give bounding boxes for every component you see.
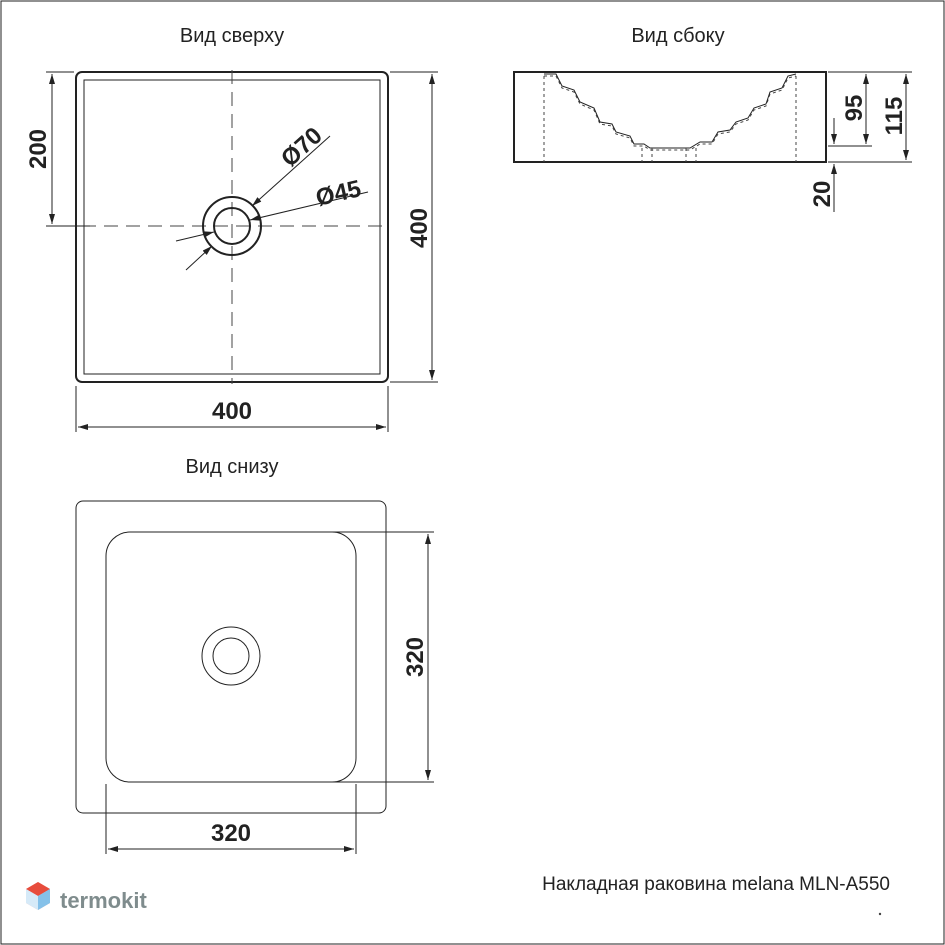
top-view-title: Вид сверху [180, 25, 284, 47]
side-height-dimension: 115 [881, 97, 908, 136]
logo-text: termokit [60, 888, 147, 913]
side-base-dimension: 20 [809, 181, 836, 208]
top-height-dimension: 400 [406, 208, 433, 248]
drain-outer-leader-tail [185, 245, 213, 271]
bottom-foot-outline [105, 531, 357, 783]
drain-inner-leader-tail [175, 231, 215, 242]
drain-inner-leader [249, 191, 369, 221]
drain-outer-leader [251, 135, 331, 207]
side-view-title: Вид сбоку [631, 25, 724, 47]
drain-inner-dimension: Ø45 [313, 175, 363, 212]
side-hidden-basin-profile [544, 75, 797, 151]
top-drain-inner [213, 207, 251, 245]
side-depth-dimension: 95 [841, 95, 868, 122]
bottom-height-dimension: 320 [402, 637, 429, 677]
side-basin-edge [544, 73, 797, 149]
hexagon-logo-icon [26, 882, 50, 910]
bottom-view: Вид снизу 320 320 [75, 456, 434, 854]
top-view: Вид сверху Ø70 Ø45 400 400 200 [25, 25, 438, 432]
product-caption: Накладная раковина melana MLN-A550 [542, 874, 890, 895]
top-half-dimension: 200 [25, 129, 52, 169]
termokit-logo: termokit [26, 882, 147, 913]
side-view: Вид сбоку 115 95 20 [513, 25, 912, 212]
caption-dot [878, 912, 882, 916]
bottom-drain-inner [212, 637, 250, 675]
bottom-outer-outline [75, 500, 387, 814]
top-width-dimension: 400 [212, 398, 252, 425]
bottom-drain-outer [201, 626, 261, 686]
drain-outer-dimension: Ø70 [276, 122, 328, 172]
side-body [513, 71, 827, 163]
bottom-view-title: Вид снизу [186, 456, 279, 478]
top-drain-outer [202, 196, 262, 256]
bottom-width-dimension: 320 [211, 820, 251, 847]
